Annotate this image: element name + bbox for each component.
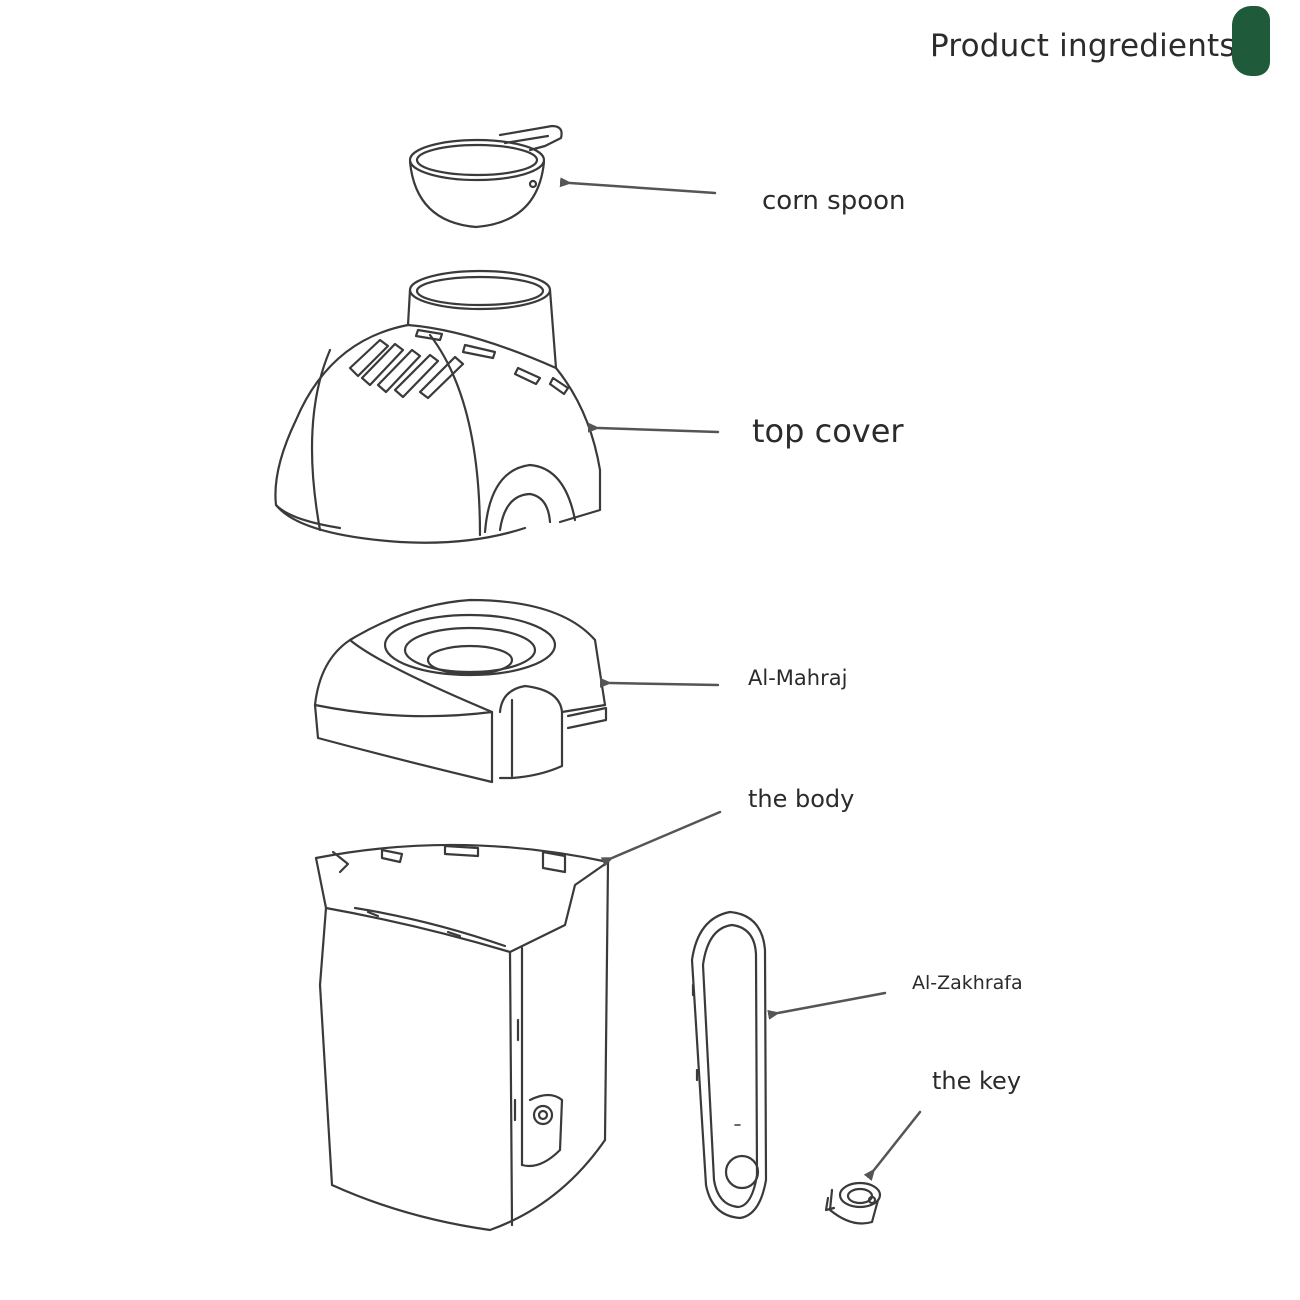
al-zakhrafa-drawing — [690, 910, 768, 1220]
page-title: Product ingredients — [930, 28, 1236, 64]
arrow-al-zakhrafa — [767, 991, 887, 1020]
the-key-drawing — [824, 1181, 882, 1225]
corn-spoon-drawing — [408, 124, 563, 229]
green-tab — [1232, 6, 1270, 76]
label-the-key: the key — [932, 1067, 1022, 1095]
label-corn-spoon: corn spoon — [762, 186, 906, 216]
the-body-drawing — [314, 843, 610, 1232]
arrow-the-body — [600, 810, 722, 867]
label-top-cover: top cover — [752, 412, 904, 450]
arrow-the-key — [863, 1110, 922, 1181]
label-the-body: the body — [748, 785, 855, 813]
al-mahraj-drawing — [313, 598, 608, 784]
label-al-zakhrafa: Al-Zakhrafa — [912, 972, 1023, 994]
arrow-top-cover — [587, 422, 720, 434]
top-cover-drawing — [274, 269, 602, 544]
arrow-corn-spoon — [559, 177, 717, 195]
arrow-al-mahraj — [599, 677, 720, 688]
label-al-mahraj: Al-Mahraj — [748, 666, 848, 690]
